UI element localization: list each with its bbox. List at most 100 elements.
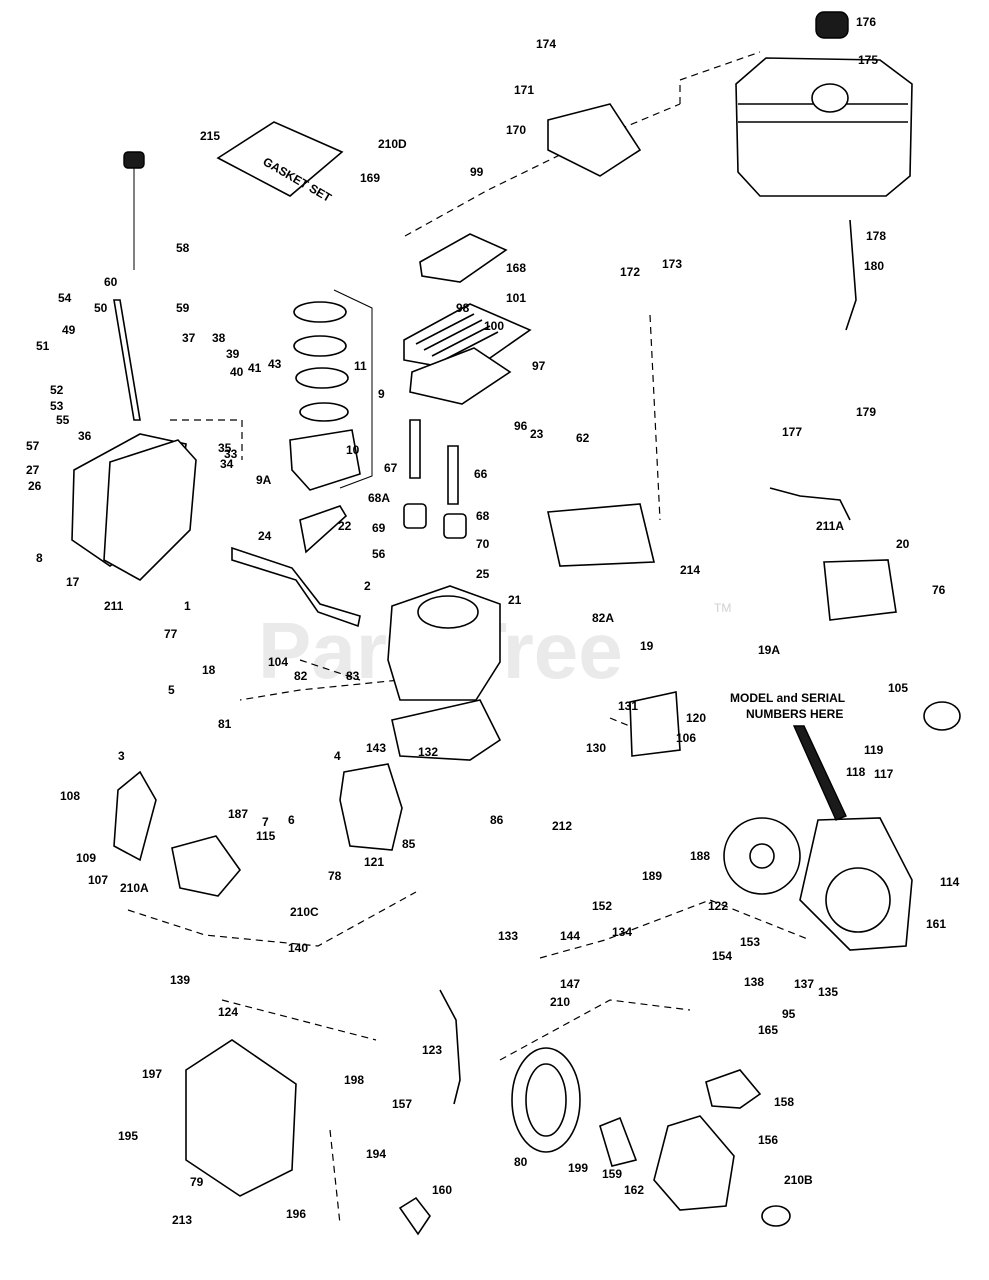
callout-210c: 210C (290, 905, 319, 919)
callout-78: 78 (328, 869, 342, 883)
tank-bracket (547, 103, 642, 177)
callout-56: 56 (372, 547, 386, 561)
fuel-cap (815, 11, 849, 39)
callout-59: 59 (176, 301, 190, 315)
callout-105: 105 (888, 681, 908, 695)
callout-77: 77 (164, 627, 178, 641)
recoil-starter-housing (653, 1115, 735, 1211)
callout-37: 37 (182, 331, 196, 345)
callout-117: 117 (874, 767, 894, 781)
callout-40: 40 (230, 365, 244, 379)
starter-cup (511, 1047, 581, 1153)
crankcase-gasket (103, 439, 197, 581)
callout-179: 179 (856, 405, 876, 419)
callout-109: 109 (76, 851, 96, 865)
muffler-guard (185, 1039, 297, 1197)
callout-54: 54 (58, 291, 72, 305)
callout-104: 104 (268, 655, 288, 669)
stop-switch (398, 1196, 431, 1236)
callout-58: 58 (176, 241, 190, 255)
callout-210: 210 (550, 995, 570, 1009)
callout-133: 133 (498, 929, 518, 943)
starter-handle (705, 1069, 762, 1109)
callout-86: 86 (490, 813, 504, 827)
head-gasket (409, 347, 512, 405)
valve-66 (447, 445, 459, 505)
callout-19a: 19A (758, 643, 780, 657)
callout-83: 83 (346, 669, 360, 683)
blower-housing (799, 817, 913, 951)
callout-160: 160 (432, 1183, 452, 1197)
starter-knob (761, 1205, 791, 1227)
callout-51: 51 (36, 339, 50, 353)
callout-124: 124 (218, 1005, 238, 1019)
callout-178: 178 (866, 229, 886, 243)
ignition-module-214 (823, 559, 897, 621)
callout-101: 101 (506, 291, 526, 305)
callout-11: 11 (354, 359, 367, 373)
callout-121: 121 (364, 855, 384, 869)
callout-26: 26 (28, 479, 42, 493)
callout-187: 187 (228, 807, 248, 821)
callout-19: 19 (640, 639, 654, 653)
callout-17: 17 (66, 575, 80, 589)
callout-50: 50 (94, 301, 108, 315)
flywheel (723, 817, 801, 895)
callout-57: 57 (26, 439, 40, 453)
callout-188: 188 (690, 849, 710, 863)
callout-171: 171 (514, 83, 534, 97)
callout-210a: 210A (120, 881, 149, 895)
callout-195: 195 (118, 1129, 138, 1143)
callout-157: 157 (392, 1097, 412, 1111)
callout-212: 212 (552, 819, 572, 833)
callout-153: 153 (740, 935, 760, 949)
carburetor (171, 835, 242, 897)
callout-215: 215 (200, 129, 220, 143)
dipstick (123, 151, 145, 270)
callout-134: 134 (612, 925, 632, 939)
callout-214: 214 (680, 563, 700, 577)
intake-manifold (113, 770, 157, 862)
callout-138: 138 (744, 975, 764, 989)
callout-106: 106 (676, 731, 696, 745)
callout-199: 199 (568, 1161, 588, 1175)
callout-39: 39 (226, 347, 240, 361)
callout-24: 24 (258, 529, 272, 543)
fuel-tank (735, 57, 913, 197)
callout-154: 154 (712, 949, 732, 963)
piston-rings (293, 301, 349, 422)
cylinder-block (387, 585, 502, 761)
callout-119: 119 (864, 743, 884, 757)
starter-pulley (599, 1116, 638, 1167)
callout-38: 38 (212, 331, 226, 345)
callout-159: 159 (602, 1167, 622, 1181)
callout-168: 168 (506, 261, 526, 275)
callout-114: 114 (940, 875, 960, 889)
callout-79: 79 (190, 1175, 204, 1189)
callout-9a: 9A (256, 473, 272, 487)
callout-139: 139 (170, 973, 190, 987)
callout-60: 60 (104, 275, 118, 289)
callout-211a: 211A (816, 519, 844, 533)
callout-194: 194 (366, 1147, 386, 1161)
callout-198: 198 (344, 1073, 364, 1087)
cylinder-shroud (547, 503, 656, 567)
callout-9: 9 (378, 387, 385, 401)
callout-170: 170 (506, 123, 526, 137)
callout-52: 52 (50, 383, 64, 397)
callout-135: 135 (818, 985, 838, 999)
callout-80: 80 (514, 1155, 528, 1169)
callout-62: 62 (576, 431, 590, 445)
callout-66: 66 (474, 467, 488, 481)
callout-140: 140 (288, 941, 308, 955)
callout-120: 120 (686, 711, 706, 725)
callout-210d: 210D (378, 137, 407, 151)
callout-173: 173 (662, 257, 682, 271)
callout-189: 189 (642, 869, 662, 883)
watermark-trademark: TM (714, 601, 731, 615)
callout-55: 55 (56, 413, 70, 427)
callout-36: 36 (78, 429, 92, 443)
callout-98: 98 (456, 301, 470, 315)
callout-161: 161 (926, 917, 946, 931)
callout-213: 213 (172, 1213, 192, 1227)
